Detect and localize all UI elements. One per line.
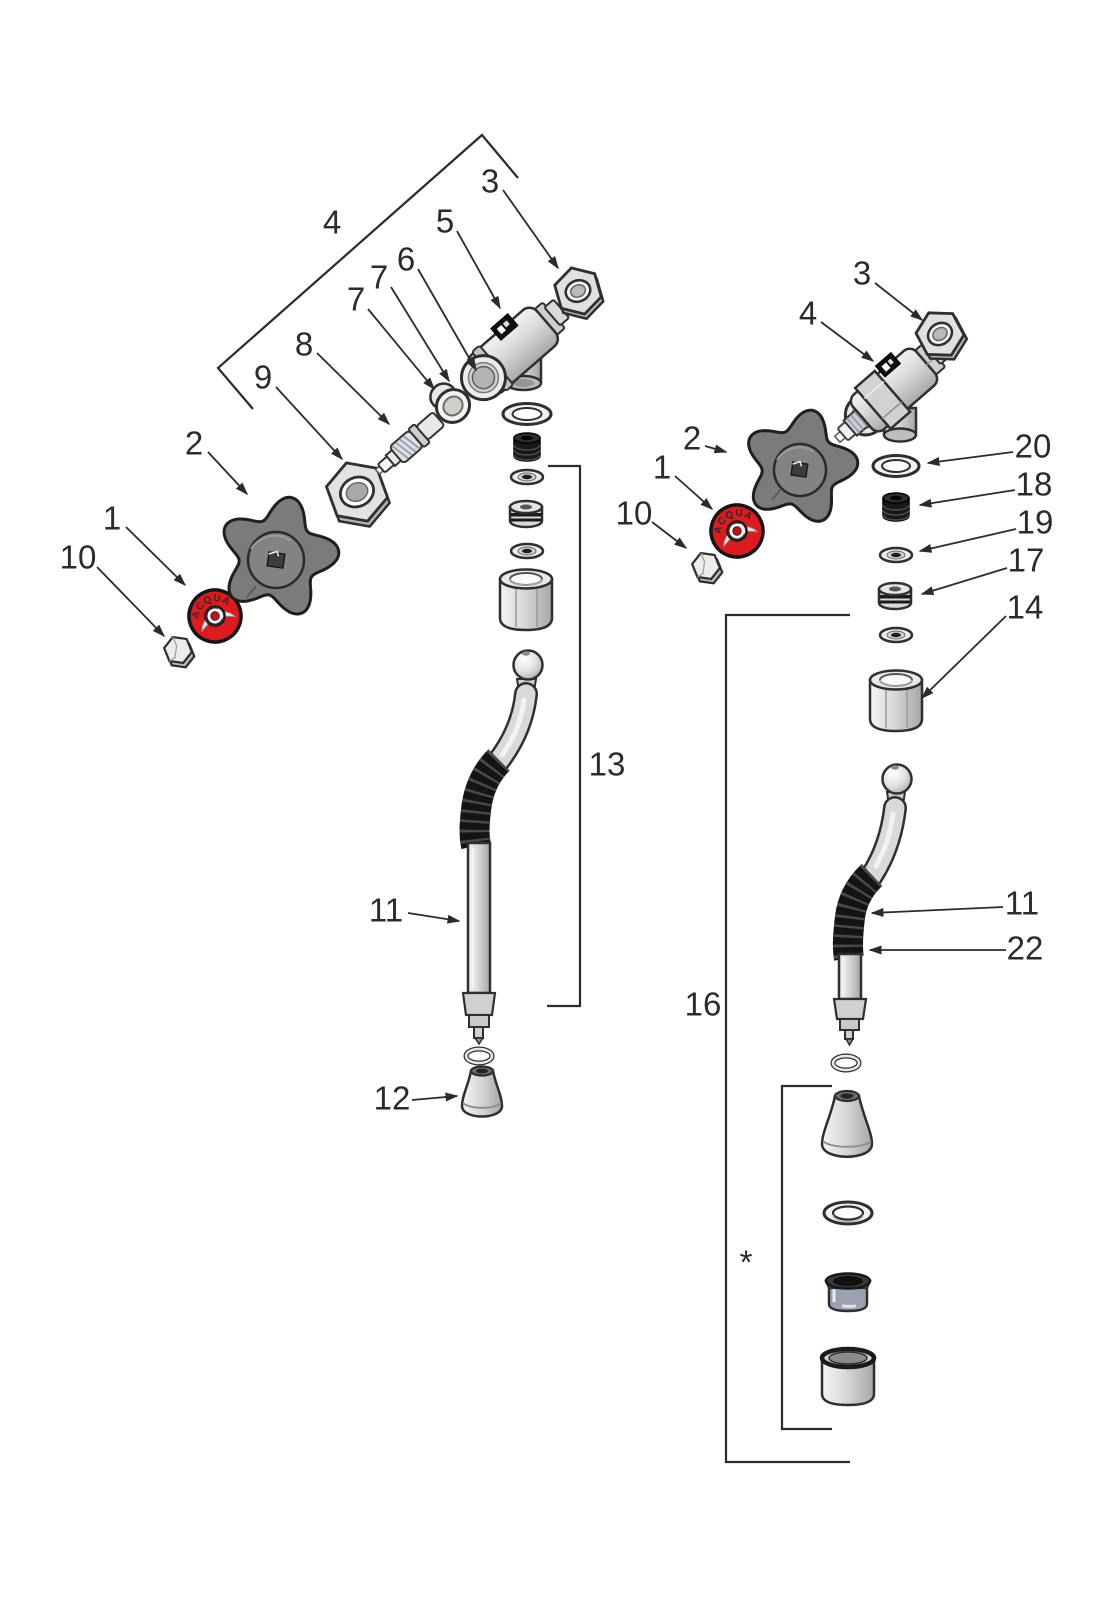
aerator-insert bbox=[824, 1272, 872, 1313]
leader-line-11 bbox=[407, 912, 461, 924]
callout-label-22: 22 bbox=[1007, 930, 1044, 967]
callout-label-2: 2 bbox=[683, 420, 701, 457]
callout-label-1: 1 bbox=[653, 449, 671, 486]
o-ring-left bbox=[463, 1046, 495, 1066]
leader-line-7 bbox=[367, 308, 435, 391]
callout-labels: 4356778921101112133421102018191714112216… bbox=[60, 163, 1054, 1281]
star-knob-left bbox=[222, 495, 341, 616]
leader-line-10 bbox=[651, 521, 688, 549]
leader-line-10 bbox=[96, 566, 166, 638]
lock-nut-left bbox=[553, 266, 605, 321]
leader-line-9 bbox=[275, 386, 344, 461]
leader-line-5 bbox=[456, 230, 501, 310]
group-4-bracket bbox=[216, 133, 519, 410]
callout-label-3: 3 bbox=[481, 163, 499, 200]
leader-line-1 bbox=[125, 526, 187, 587]
spout-ball-right bbox=[881, 763, 913, 795]
callout-label-8: 8 bbox=[295, 326, 313, 363]
hex-cap-nut-right bbox=[690, 551, 724, 585]
nozzle-cone-right bbox=[820, 1089, 874, 1158]
leader-line-3 bbox=[874, 282, 924, 321]
callout-label-9: 9 bbox=[254, 359, 272, 396]
spout-tube-left bbox=[466, 841, 492, 995]
callout-label-19: 19 bbox=[1017, 504, 1054, 541]
callout-label-5: 5 bbox=[436, 203, 454, 240]
ring-washer-right bbox=[822, 1200, 874, 1226]
leader-line-8 bbox=[316, 352, 391, 426]
cylinder-sleeve bbox=[819, 1346, 877, 1407]
leader-line-7 bbox=[390, 286, 450, 383]
grooved-packing-17 bbox=[877, 581, 913, 611]
leader-line-19 bbox=[918, 528, 1017, 553]
callout-label-4: 4 bbox=[799, 295, 817, 332]
small-washer-left-a bbox=[509, 468, 545, 486]
group-13-bracket bbox=[547, 464, 582, 1008]
spout-left bbox=[459, 649, 544, 1046]
brand-disc-left: ACQUA bbox=[185, 586, 243, 644]
callout-label-16: 16 bbox=[685, 986, 722, 1023]
spout-tube-right bbox=[837, 952, 863, 1001]
leader-line-1 bbox=[674, 475, 714, 510]
callout-label-14: 14 bbox=[1007, 589, 1044, 626]
o-ring-right bbox=[830, 1053, 862, 1073]
callout-label-13: 13 bbox=[589, 746, 626, 783]
packing-nut-9 bbox=[324, 461, 392, 528]
leader-line-3 bbox=[502, 189, 559, 270]
callout-label-7: 7 bbox=[370, 259, 388, 296]
star-knob-right bbox=[747, 408, 860, 523]
hex-cap-nut-left bbox=[162, 635, 196, 669]
leader-line-11 bbox=[870, 906, 1004, 917]
callout-label-18: 18 bbox=[1016, 466, 1053, 503]
seal-washers-7 bbox=[429, 382, 472, 424]
leader-line-12 bbox=[411, 1092, 459, 1102]
group-16-bracket bbox=[724, 613, 850, 1464]
small-washer-right-b bbox=[878, 626, 914, 644]
leader-line-2 bbox=[704, 444, 728, 454]
flat-washer-20 bbox=[871, 454, 921, 478]
brand-disc-right: ACQUA bbox=[707, 501, 765, 559]
lock-nut-right bbox=[914, 311, 969, 361]
leader-line-20 bbox=[926, 451, 1014, 466]
callout-label-2: 2 bbox=[185, 425, 203, 462]
leader-line-17 bbox=[920, 567, 1008, 595]
callout-label-*: * bbox=[740, 1244, 753, 1281]
valve-stem-8 bbox=[374, 412, 445, 476]
threaded-gland-18 bbox=[882, 492, 910, 522]
flat-washer-left bbox=[501, 402, 553, 426]
group-asterisk-bracket bbox=[780, 1084, 832, 1431]
callout-label-10: 10 bbox=[60, 539, 97, 576]
grooved-packing-left bbox=[508, 499, 544, 529]
callout-label-20: 20 bbox=[1015, 428, 1052, 465]
threaded-gland-left bbox=[513, 432, 541, 462]
callout-label-10: 10 bbox=[616, 495, 653, 532]
cap-nut-left bbox=[498, 568, 554, 632]
callout-label-11: 11 bbox=[1005, 885, 1039, 922]
spout-grip-left bbox=[459, 749, 511, 849]
leader-line-4 bbox=[820, 321, 875, 362]
leader-line-14 bbox=[920, 615, 1007, 700]
cap-nut-14 bbox=[868, 669, 924, 733]
small-washer-left-b bbox=[509, 542, 545, 560]
callout-label-1: 1 bbox=[103, 500, 121, 537]
spout-ball-left bbox=[512, 649, 544, 681]
spout-right bbox=[832, 763, 913, 1047]
leader-line-18 bbox=[918, 489, 1016, 508]
small-washer-19 bbox=[878, 546, 914, 564]
leader-line-6 bbox=[417, 268, 477, 372]
callout-label-17: 17 bbox=[1008, 542, 1045, 579]
group-brackets bbox=[216, 133, 850, 1464]
valve-body-5 bbox=[459, 299, 570, 402]
leader-line-2 bbox=[207, 451, 249, 496]
callout-label-6: 6 bbox=[397, 241, 415, 278]
nozzle-cone-12 bbox=[460, 1065, 504, 1118]
callout-label-4: 4 bbox=[323, 204, 341, 241]
callout-label-11: 11 bbox=[369, 892, 403, 929]
callout-label-7: 7 bbox=[347, 281, 365, 318]
callout-label-3: 3 bbox=[853, 255, 871, 292]
callout-label-12: 12 bbox=[374, 1080, 411, 1117]
